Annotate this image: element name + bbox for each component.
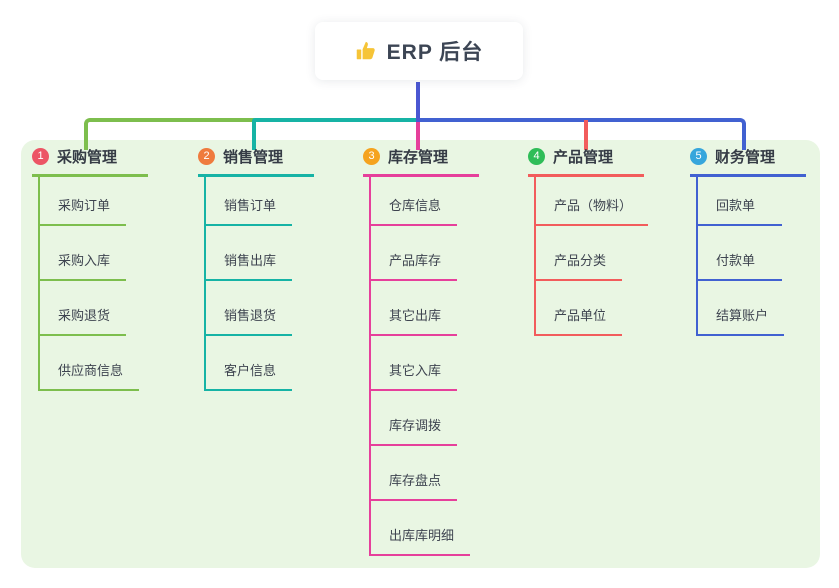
branch-column-1: 1 采购管理 采购订单采购入库采购退货供应商信息 [32, 146, 148, 391]
connector-root-vertical [416, 82, 420, 122]
branch-title[interactable]: 4 产品管理 [528, 146, 644, 177]
root-node-label: ERP 后台 [386, 41, 484, 64]
child-node[interactable]: 其它入库 [371, 336, 458, 391]
branch-label: 采购管理 [57, 149, 118, 166]
branch-number-badge: 4 [528, 148, 545, 165]
branch-column-5: 5 财务管理 回款单付款单结算账户 [690, 146, 806, 336]
branch-column-2: 2 销售管理 销售订单销售出库销售退货客户信息 [198, 146, 314, 391]
branch-column-4: 4 产品管理 产品（物料）产品分类产品单位 [528, 146, 649, 336]
branch-children: 采购订单采购入库采购退货供应商信息 [38, 177, 140, 391]
branch-label: 产品管理 [553, 149, 614, 166]
branch-number-badge: 1 [32, 148, 49, 165]
child-node[interactable]: 其它出库 [371, 281, 458, 336]
child-node[interactable]: 采购入库 [40, 226, 127, 281]
child-node[interactable]: 产品分类 [536, 226, 623, 281]
child-node[interactable]: 供应商信息 [40, 336, 140, 391]
branch-column-3: 3 库存管理 仓库信息产品库存其它出库其它入库库存调拨库存盘点出库库明细 [363, 146, 479, 556]
connector-branch-4-vertical [584, 120, 588, 150]
child-node[interactable]: 库存盘点 [371, 446, 458, 501]
child-node[interactable]: 销售出库 [206, 226, 293, 281]
child-node[interactable]: 采购订单 [40, 177, 127, 226]
branch-title[interactable]: 5 财务管理 [690, 146, 806, 177]
root-node[interactable]: ERP 后台 [315, 22, 523, 80]
branches-background-panel [21, 140, 820, 568]
connector-branch-2-elbow [252, 118, 418, 150]
branch-number-badge: 5 [690, 148, 707, 165]
child-node[interactable]: 仓库信息 [371, 177, 458, 226]
child-node[interactable]: 结算账户 [698, 281, 785, 336]
child-node[interactable]: 付款单 [698, 226, 782, 281]
branch-children: 仓库信息产品库存其它出库其它入库库存调拨库存盘点出库库明细 [369, 177, 471, 556]
child-node[interactable]: 回款单 [698, 177, 782, 226]
child-node[interactable]: 客户信息 [206, 336, 293, 391]
child-node[interactable]: 销售退货 [206, 281, 293, 336]
branch-label: 库存管理 [388, 149, 449, 166]
child-node[interactable]: 销售订单 [206, 177, 293, 226]
child-node[interactable]: 出库库明细 [371, 501, 471, 556]
branch-children: 回款单付款单结算账户 [696, 177, 785, 336]
branch-title[interactable]: 1 采购管理 [32, 146, 148, 177]
connector-branch-5-elbow [418, 118, 746, 150]
branch-children: 销售订单销售出库销售退货客户信息 [204, 177, 293, 391]
thumbs-up-icon [355, 40, 377, 62]
branch-title[interactable]: 3 库存管理 [363, 146, 479, 177]
child-node[interactable]: 产品库存 [371, 226, 458, 281]
branch-number-badge: 3 [363, 148, 380, 165]
branch-number-badge: 2 [198, 148, 215, 165]
connector-branch-3-vertical [416, 120, 420, 150]
branch-title[interactable]: 2 销售管理 [198, 146, 314, 177]
child-node[interactable]: 采购退货 [40, 281, 127, 336]
connector-branch-1-elbow [84, 118, 254, 150]
child-node[interactable]: 库存调拨 [371, 391, 458, 446]
child-node[interactable]: 产品单位 [536, 281, 623, 336]
branch-children: 产品（物料）产品分类产品单位 [534, 177, 649, 336]
branch-label: 财务管理 [715, 149, 776, 166]
branch-label: 销售管理 [223, 149, 284, 166]
child-node[interactable]: 产品（物料） [536, 177, 649, 226]
